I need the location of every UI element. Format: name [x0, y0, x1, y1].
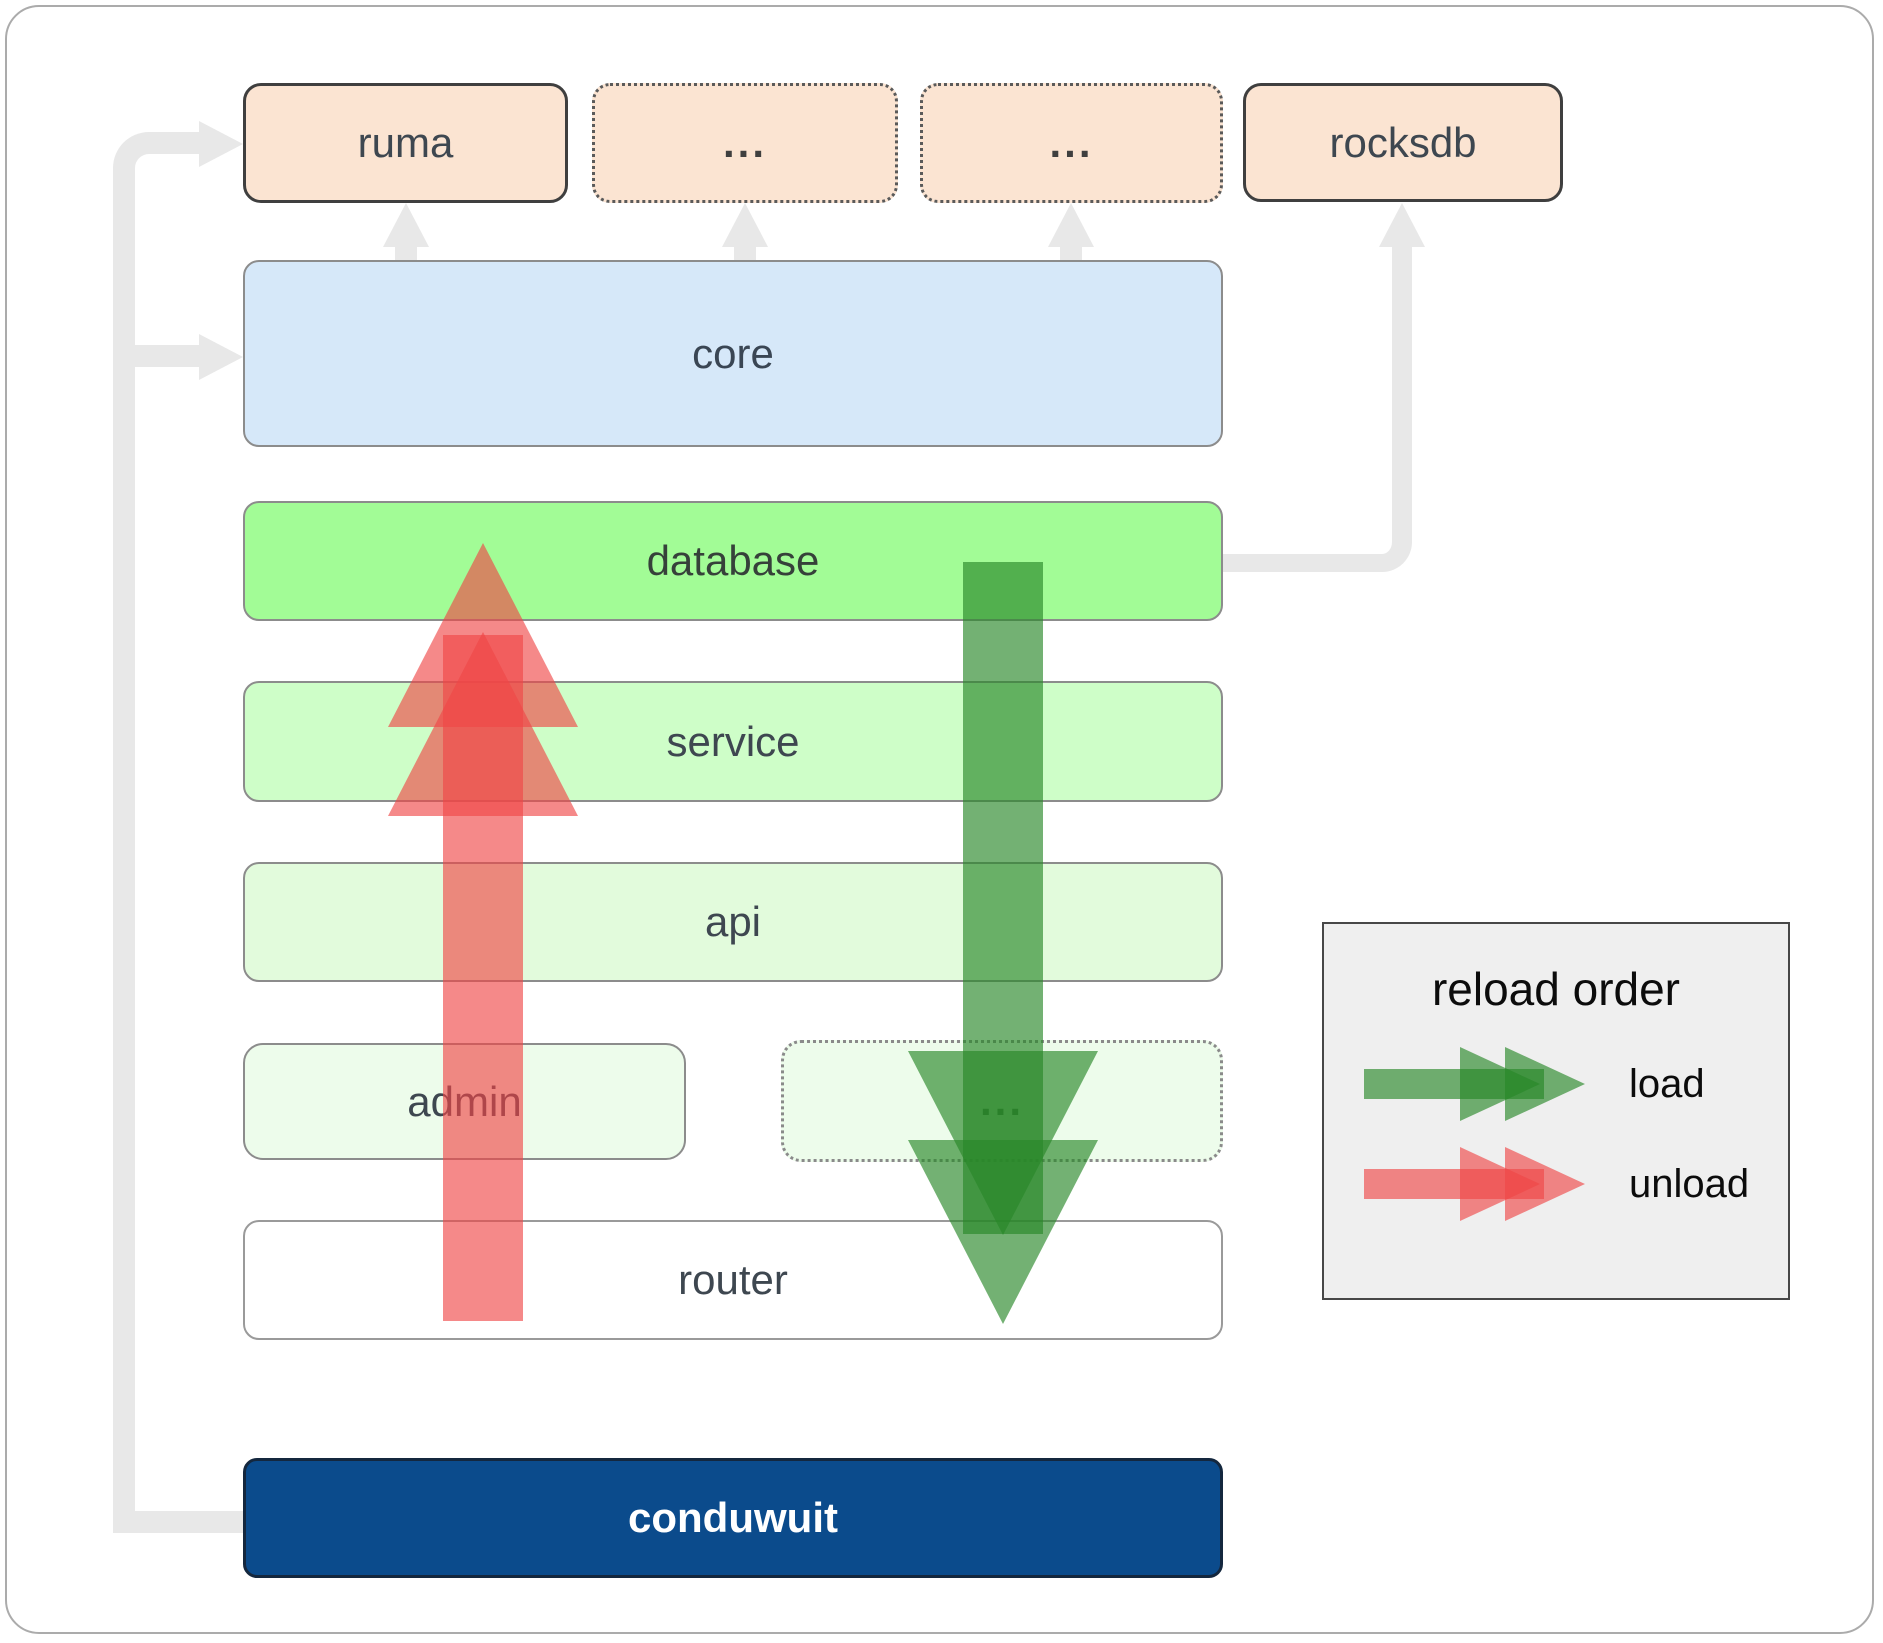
connector-core-to-ellipsis-1 — [734, 244, 756, 262]
connector-database-to-rocksdb — [1223, 245, 1412, 572]
node-rocksdb: rocksdb — [1243, 83, 1563, 202]
node-ellipsis-top-1: ... — [592, 83, 898, 203]
node-service: service — [243, 681, 1223, 802]
legend-title: reload order — [1431, 963, 1681, 1015]
legend: reload order load unload — [1322, 922, 1790, 1300]
node-database-label: database — [646, 537, 820, 584]
node-api: api — [243, 862, 1223, 982]
connector-core-to-ruma — [395, 244, 417, 262]
node-router-label: router — [678, 1256, 788, 1303]
node-database: database — [243, 501, 1223, 621]
node-ruma-label: ruma — [357, 119, 454, 166]
node-ruma: ruma — [243, 83, 568, 203]
connector-stub-to-core — [135, 345, 201, 367]
node-service-label: service — [666, 717, 800, 765]
node-conduwuit: conduwuit — [243, 1458, 1223, 1578]
node-ellipsis-top-1-label: ... — [722, 119, 767, 166]
connector-conduwuit-left-line — [113, 132, 202, 1533]
legend-unload-label: unload — [1629, 1162, 1750, 1206]
node-ellipsis-top-2: ... — [920, 83, 1223, 203]
node-ellipsis-top-2-label: ... — [1049, 119, 1094, 166]
node-core: core — [243, 260, 1223, 447]
connector-stub-from-conduwuit — [113, 1511, 243, 1533]
node-api-label: api — [704, 898, 762, 945]
connector-core-to-ellipsis-2 — [1060, 244, 1082, 262]
outer-frame — [5, 5, 1874, 1634]
node-rocksdb-label: rocksdb — [1329, 118, 1477, 166]
node-router: router — [243, 1220, 1223, 1340]
node-conduwuit-label: conduwuit — [628, 1494, 838, 1541]
legend-load-label: load — [1629, 1062, 1705, 1106]
node-core-label: core — [692, 329, 774, 377]
